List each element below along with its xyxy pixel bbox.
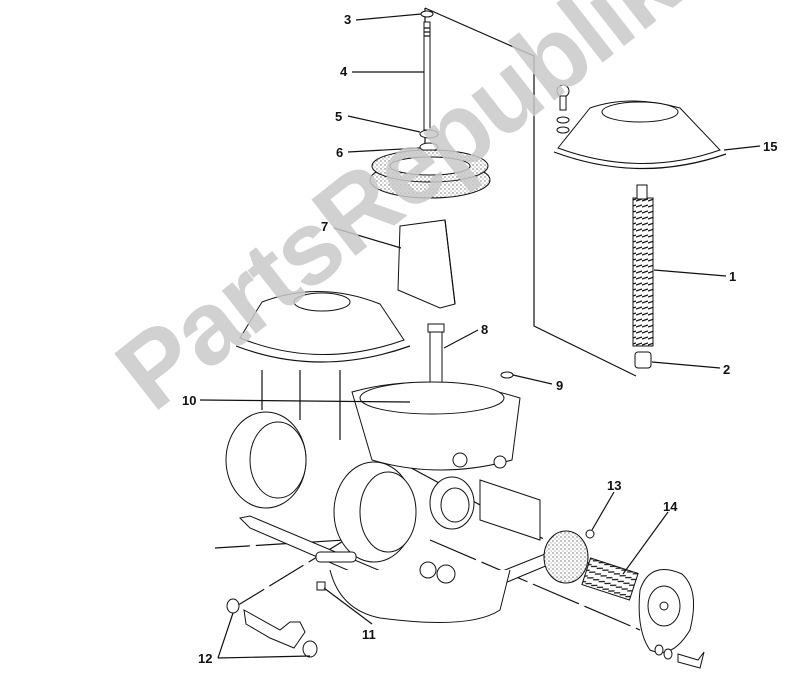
drain-screw (316, 581, 326, 591)
diaphragm-slide (369, 149, 491, 309)
callout-14: 14 (663, 499, 678, 514)
callout-13: 13 (607, 478, 622, 493)
accelerator-pump-group (543, 529, 705, 669)
callout-7: 7 (321, 219, 329, 234)
spring-seat (634, 351, 652, 369)
o-ring-small (500, 371, 514, 379)
callout-4: 4 (340, 64, 348, 79)
callout-12: 12 (198, 651, 213, 666)
carburetor-body-right (333, 381, 541, 563)
carburetor-body-left (225, 291, 411, 509)
carburetor-top-cover (553, 84, 727, 170)
callout-6: 6 (336, 145, 344, 160)
callout-9: 9 (556, 378, 564, 393)
callout-3: 3 (344, 12, 352, 27)
callout-10: 10 (182, 393, 197, 408)
callout-8: 8 (481, 322, 489, 337)
callout-11: 11 (362, 627, 376, 642)
callout-15: 15 (763, 139, 778, 154)
callout-2: 2 (723, 362, 731, 377)
slide-spring (632, 184, 654, 347)
float-bowl-base (238, 515, 561, 623)
callout-1: 1 (729, 269, 737, 284)
callout-5: 5 (335, 109, 343, 124)
fuel-fitting-with-o-rings (226, 598, 318, 658)
jet-needle-group (419, 10, 439, 152)
leader-lines (199, 13, 761, 659)
